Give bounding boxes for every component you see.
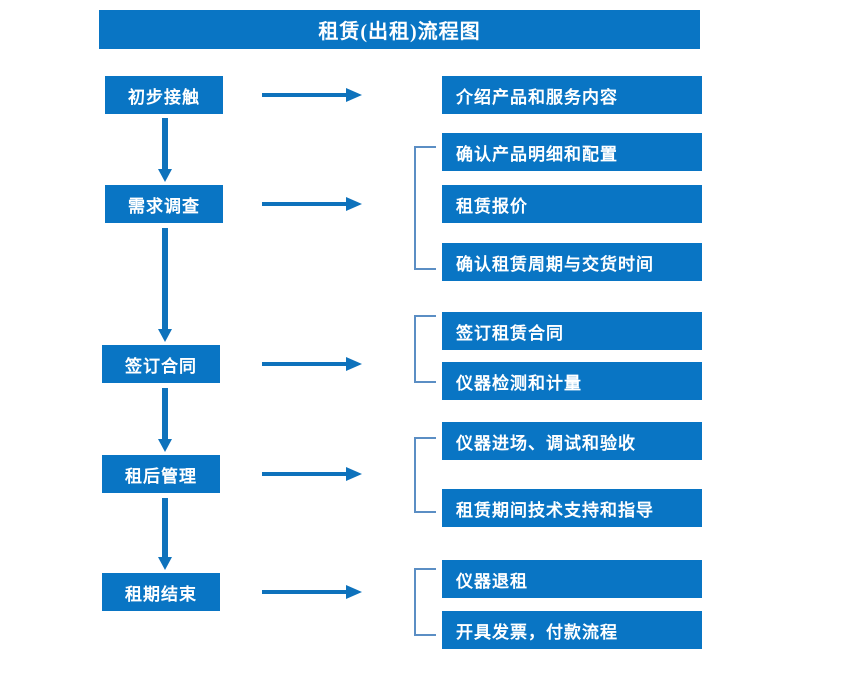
- stage-box-initial-contact[interactable]: 初步接触: [105, 76, 223, 114]
- vertical-arrow-3: [158, 388, 172, 452]
- detail-box-confirm-product-details[interactable]: 确认产品明细和配置: [442, 133, 702, 171]
- vertical-arrow-4: [158, 498, 172, 570]
- vertical-arrow-1: [158, 118, 172, 182]
- group-bracket-requirement-survey: [414, 146, 436, 270]
- horizontal-arrow-3: [262, 356, 362, 372]
- diagram-title: 租赁(出租)流程图: [99, 10, 700, 49]
- stage-box-post-rental-management[interactable]: 租后管理: [102, 455, 220, 493]
- detail-box-invoice-payment-process[interactable]: 开具发票，付款流程: [442, 611, 702, 649]
- vertical-arrow-2: [158, 228, 172, 342]
- detail-box-instrument-inspection-metering[interactable]: 仪器检测和计量: [442, 362, 702, 400]
- detail-box-instrument-entry-commission-acceptance[interactable]: 仪器进场、调试和验收: [442, 422, 702, 460]
- horizontal-arrow-2: [262, 196, 362, 212]
- detail-box-introduce-products-services[interactable]: 介绍产品和服务内容: [442, 76, 702, 114]
- stage-box-rental-end[interactable]: 租期结束: [102, 573, 220, 611]
- group-bracket-sign-contract: [414, 315, 436, 383]
- group-bracket-post-rental-management: [414, 437, 436, 513]
- group-bracket-rental-end: [414, 568, 436, 636]
- stage-box-requirement-survey[interactable]: 需求调查: [105, 185, 223, 223]
- detail-box-technical-support-guidance[interactable]: 租赁期间技术支持和指导: [442, 489, 702, 527]
- detail-box-sign-rental-contract[interactable]: 签订租赁合同: [442, 312, 702, 350]
- detail-box-confirm-rental-period-delivery[interactable]: 确认租赁周期与交货时间: [442, 243, 702, 281]
- stage-box-sign-contract[interactable]: 签订合同: [102, 345, 220, 383]
- horizontal-arrow-5: [262, 584, 362, 600]
- detail-box-rental-quotation[interactable]: 租赁报价: [442, 185, 702, 223]
- horizontal-arrow-4: [262, 466, 362, 482]
- horizontal-arrow-1: [262, 87, 362, 103]
- detail-box-instrument-return[interactable]: 仪器退租: [442, 560, 702, 598]
